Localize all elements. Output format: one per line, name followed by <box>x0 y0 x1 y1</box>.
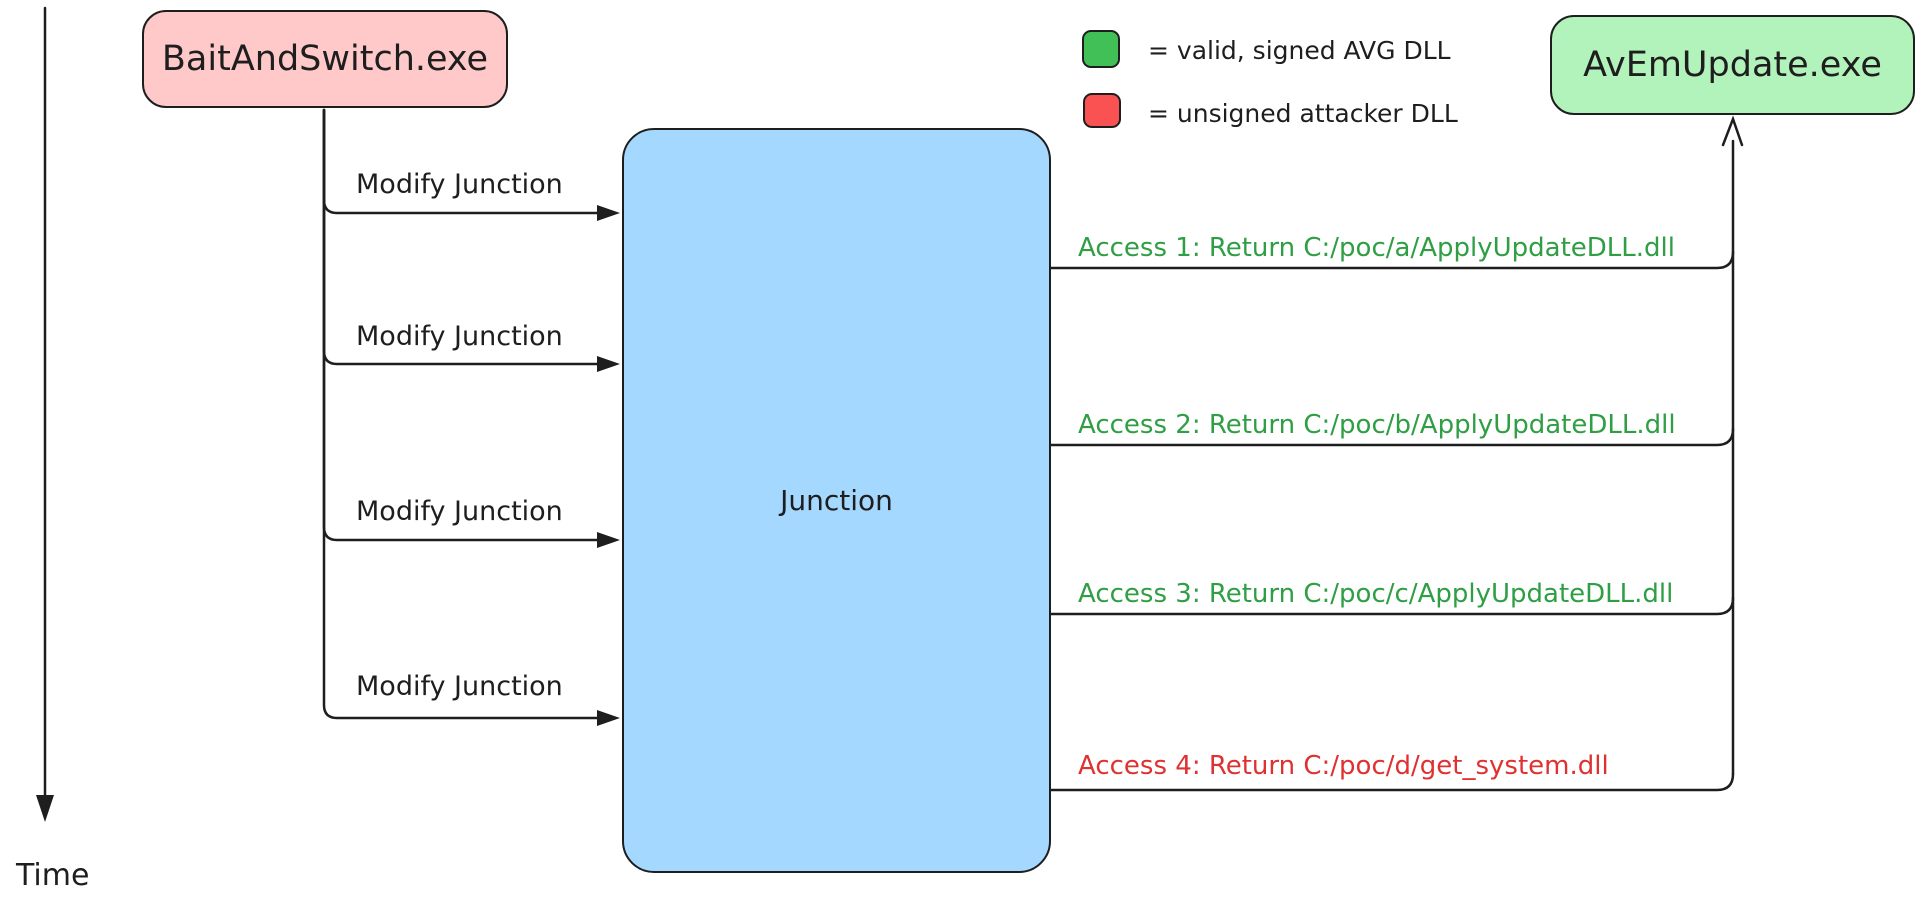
legend-swatch-valid <box>1082 30 1120 68</box>
junction-node: Junction <box>622 128 1051 873</box>
attacker-process-node: BaitAndSwitch.exe <box>142 10 508 108</box>
modify-junction-label-2: Modify Junction <box>356 321 563 352</box>
modify-junction-label-1: Modify Junction <box>356 169 563 200</box>
access-line-4 <box>1049 772 1735 792</box>
access-label-1: Access 1: Return C:/poc/a/ApplyUpdateDLL… <box>1078 233 1675 263</box>
updater-process-node: AvEmUpdate.exe <box>1550 15 1915 115</box>
access-label-3: Access 3: Return C:/poc/c/ApplyUpdateDLL… <box>1078 579 1674 609</box>
modify-junction-label-3: Modify Junction <box>356 496 563 527</box>
return-arrow <box>1721 115 1744 776</box>
access-label-4: Access 4: Return C:/poc/d/get_system.dll <box>1078 751 1609 781</box>
legend-swatch-attacker <box>1083 93 1121 128</box>
legend-label-valid: = valid, signed AVG DLL <box>1148 36 1451 65</box>
junction-label: Junction <box>780 484 893 517</box>
time-axis-label: Time <box>16 858 90 893</box>
time-axis-arrow <box>36 6 54 822</box>
modify-junction-label-4: Modify Junction <box>356 671 563 702</box>
attacker-process-label: BaitAndSwitch.exe <box>161 39 489 79</box>
legend-label-attacker: = unsigned attacker DLL <box>1148 99 1458 128</box>
modify-junction-arrow-1 <box>322 108 620 221</box>
updater-process-label: AvEmUpdate.exe <box>1583 45 1882 85</box>
modify-junction-arrow-4 <box>322 108 620 726</box>
access-label-2: Access 2: Return C:/poc/b/ApplyUpdateDLL… <box>1078 410 1676 440</box>
